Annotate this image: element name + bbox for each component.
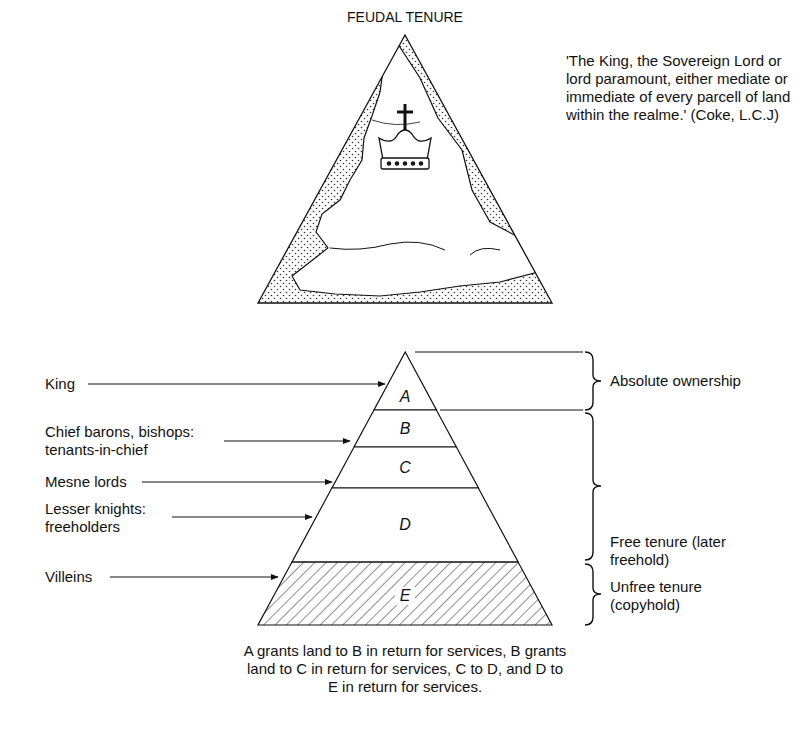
band-outline [332, 447, 478, 488]
tier-label: Villeins [45, 568, 107, 586]
brace [585, 352, 601, 625]
tier-letter: C [332, 459, 478, 477]
outer-triangle [258, 35, 552, 303]
tenure-label: Unfree tenure (copyhold) [610, 578, 730, 614]
band-outline [374, 352, 436, 410]
title: FEUDAL TENURE [0, 8, 810, 26]
tier-label: Chief barons, bishops: tenants-in-chief [45, 423, 219, 459]
band-outline [292, 488, 518, 562]
tier-letter: D [292, 516, 518, 534]
map [250, 30, 560, 310]
tier-label: Lesser knights: freeholders [45, 500, 167, 536]
crown-icon [379, 104, 431, 169]
level-line [415, 352, 583, 353]
tier-band: C [332, 447, 478, 488]
tier-letter: A [374, 388, 436, 406]
tier-band: A [374, 352, 436, 410]
caption: A grants land to B in return for service… [240, 642, 570, 696]
tier-letter: B [354, 420, 456, 438]
tier-band: E [258, 562, 552, 625]
tier-label: Mesne lords [45, 473, 140, 491]
tier-band: D [292, 488, 518, 562]
level-line [440, 410, 583, 411]
tier-band: B [354, 410, 456, 447]
band-outline [354, 410, 456, 447]
tenure-label: Absolute ownership [610, 372, 790, 390]
tier-letter: E [395, 587, 415, 605]
tenure-label: Free tenure (later freehold) [610, 533, 760, 569]
tier-label: King [45, 375, 85, 393]
quote-text: 'The King, the Sovereign Lord or lord pa… [566, 52, 804, 124]
band-outline [258, 562, 552, 625]
